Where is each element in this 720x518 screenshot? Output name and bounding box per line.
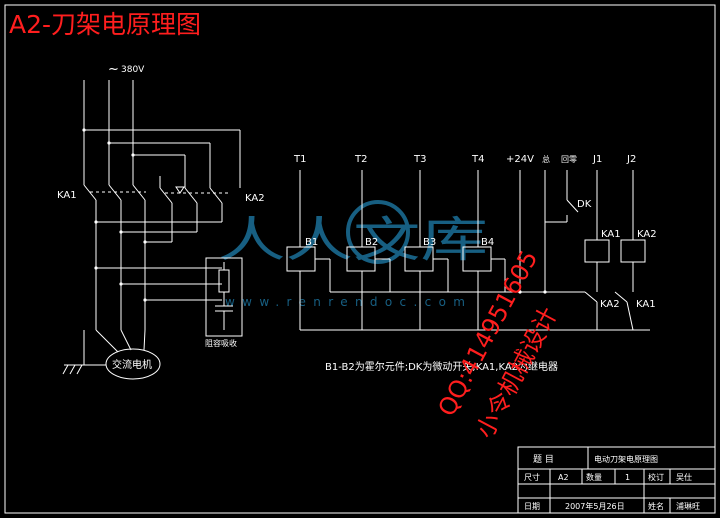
hall-element-b4-label: B4: [481, 237, 494, 248]
micro-switch-label: DK: [577, 199, 592, 210]
control-circuit: T1 T2 T3 T4 +24V 总 回零 J1 J2 DK B1: [286, 154, 657, 331]
rc-absorber-label: 阻容吸收: [205, 338, 237, 348]
terminal-common: 总: [542, 154, 550, 164]
motor-symbol: [105, 348, 161, 380]
relay-contact-ka2-label: KA2: [600, 299, 620, 310]
title-block-label-date: 日期: [524, 502, 540, 511]
title-block-date: 2007年5月26日: [565, 501, 625, 511]
title-block-checker: 吴仕: [676, 472, 692, 482]
title-block-size: A2: [558, 473, 569, 482]
relay-ka2-coil: KA2: [620, 229, 657, 263]
hall-element-b2-label: B2: [365, 237, 378, 248]
power-voltage: 380V: [121, 65, 145, 75]
relay-contact-ka1-label: KA1: [636, 299, 656, 310]
terminal-24v: +24V: [506, 154, 534, 165]
title-block-label-size: 尺寸: [524, 472, 540, 482]
terminal-t1: T1: [293, 154, 306, 165]
contactor-ka1-contacts: [83, 170, 146, 214]
terminal-j2: J2: [626, 154, 636, 165]
hall-element-b3-label: B3: [423, 237, 436, 248]
motor-label: 交流电机: [112, 358, 152, 371]
title-block-label-name: 姓名: [648, 501, 664, 511]
ground-symbol: [62, 330, 106, 375]
contactor-ka1-label: KA1: [57, 190, 77, 201]
watermark: 人人文库 www.renrendoc.com: [218, 200, 488, 309]
relay-ka2-label: KA2: [637, 229, 657, 240]
title-block-label-title: 题 目: [533, 454, 554, 465]
contactor-ka2-label: KA2: [245, 193, 265, 204]
title-block-name: 浦琳旺: [676, 501, 700, 511]
power-symbol: ~: [108, 62, 119, 77]
page-title: A2-刀架电原理图: [9, 10, 201, 39]
power-circuit: ~ 380V KA1: [57, 62, 265, 380]
relay-ka1-label: KA1: [601, 229, 621, 240]
micro-switch-dk: [545, 190, 579, 223]
rc-absorber: [205, 257, 243, 337]
title-block-drawing-name: 电动刀架电原理图: [594, 454, 658, 464]
drawing-frame: [4, 4, 716, 514]
watermark-url: www.renrendoc.com: [225, 295, 465, 309]
diagram-note: B1-B2为霍尔元件;DK为微动开关;KA1,KA2为继电器: [325, 360, 558, 373]
contact-overlay: QQ:414951605 小令机械设计: [433, 246, 563, 443]
contactor-ka2-contacts: [159, 176, 230, 214]
terminal-return-zero: 回零: [561, 155, 577, 164]
terminal-t4: T4: [471, 154, 484, 165]
terminal-j1: J1: [592, 154, 602, 165]
terminal-t2: T2: [354, 154, 367, 165]
watermark-circle-icon: [346, 200, 410, 264]
title-block-qty: 1: [625, 473, 630, 482]
terminal-t3: T3: [413, 154, 426, 165]
hall-element-b1-label: B1: [305, 237, 318, 248]
title-block-label-qty: 数量: [586, 472, 602, 482]
title-block: 题 目 电动刀架电原理图 尺寸 A2 数量 1 校订 吴仕 日期 2007年5月…: [517, 446, 716, 514]
title-block-label-check: 校订: [648, 472, 664, 482]
relay-ka1-coil: KA1: [584, 229, 621, 263]
